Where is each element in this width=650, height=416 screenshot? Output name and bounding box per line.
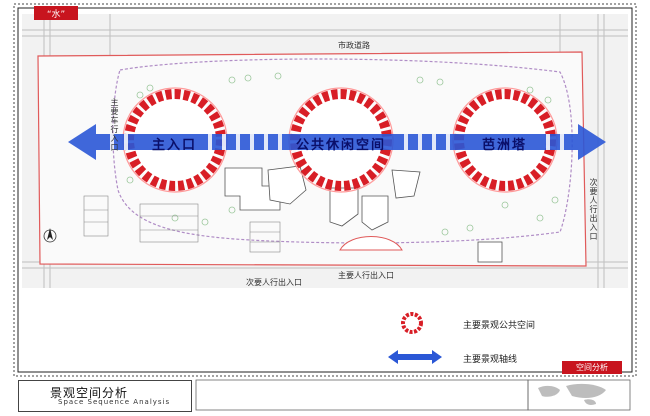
outer-border (13, 3, 637, 377)
road-label-bottom-left: 次要人行出入口 (246, 278, 302, 287)
parking-areas (83, 195, 281, 253)
section-badge: 空间分析 (562, 361, 622, 374)
axis-label-main-entrance: 主入口 (152, 138, 198, 153)
world-map-icon (538, 383, 606, 405)
legend-axis-icon (388, 350, 442, 364)
title-block (18, 380, 192, 412)
title-strip (195, 379, 529, 411)
legend-axis-label: 主要景观轴线 (463, 355, 518, 365)
inner-border (17, 7, 633, 373)
page-subtitle: Space Sequence Analysis (58, 398, 171, 406)
axis-label-public-space: 公共休闲空间 (296, 138, 387, 153)
legend-ring-icon (401, 312, 423, 334)
map-thumbnail-frame (527, 379, 631, 411)
corner-badge: “水” (34, 6, 78, 20)
road-label-left-vertical: 主要车行入口 (110, 98, 119, 152)
axis-label-tower: 芭洲塔 (482, 138, 528, 153)
north-arrow-icon (43, 228, 57, 243)
page-title: 景观空间分析 (50, 386, 129, 400)
walking-loop (112, 58, 573, 244)
road-label-bottom-center: 主要人行出入口 (338, 271, 394, 280)
road-label-top: 市政道路 (338, 41, 370, 50)
road-label-right-vertical: 次要人行出入口 (589, 178, 598, 241)
buildings (224, 165, 503, 263)
legend-public-space-label: 主要景观公共空间 (463, 321, 536, 331)
planting-dots (126, 72, 559, 236)
entrance-plaza (339, 236, 403, 251)
landscape-axis (68, 124, 606, 160)
